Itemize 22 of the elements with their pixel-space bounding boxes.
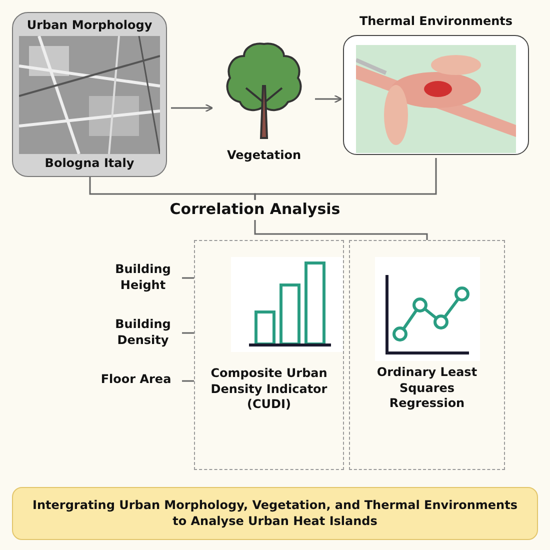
method-label: Ordinary Least Squares Regression <box>376 365 478 412</box>
dashed-panel <box>194 240 344 470</box>
dashed-panel <box>349 240 505 470</box>
variable-label: Floor Area <box>100 372 172 388</box>
arrow <box>315 94 342 104</box>
summary-text: Intergrating Urban Morphology, Vegetation, and Thermal Environments to Analyse Urban Heat Islands <box>32 498 518 530</box>
summary-banner <box>12 487 538 540</box>
section-heading: Correlation Analysis <box>168 200 342 220</box>
image-card <box>12 12 167 177</box>
connector-line <box>182 380 194 382</box>
node-label: Vegetation <box>226 148 302 164</box>
variable-label: Building Density <box>114 317 172 348</box>
card-title: Urban Morphology <box>26 18 154 34</box>
card-title: Thermal Environments <box>358 14 514 30</box>
connector-line <box>182 277 194 279</box>
arrow <box>171 104 214 112</box>
connector-line <box>182 332 194 334</box>
method-label: Composite Urban Density Indicator (CUDI) <box>210 366 328 413</box>
variable-label: Building Height <box>114 262 172 294</box>
connector-line <box>254 220 428 240</box>
card-caption: Bologna Italy <box>44 156 136 172</box>
connector-line <box>254 158 437 200</box>
